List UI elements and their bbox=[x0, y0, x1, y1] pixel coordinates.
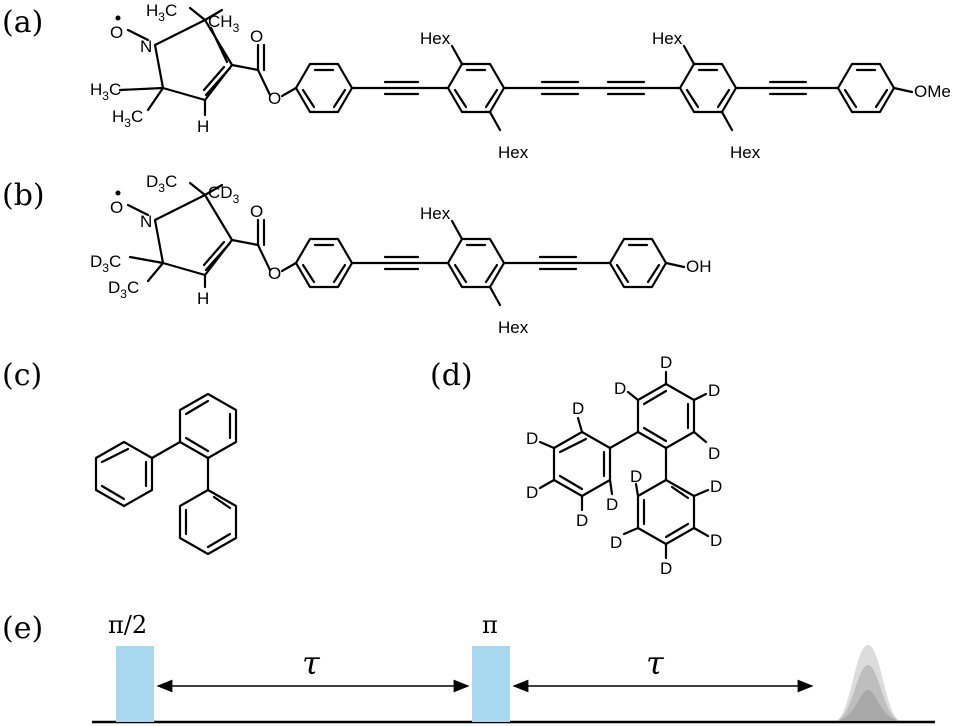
panel-label-a: (a) bbox=[2, 5, 43, 40]
atom-o-ester-a: O bbox=[268, 89, 281, 108]
atom-hex-b1: Hex bbox=[420, 204, 451, 223]
atom-d3c-b3: D3C bbox=[108, 278, 139, 301]
atom-ch3-a1: CH3 bbox=[208, 12, 240, 35]
atom-o-a: O bbox=[110, 23, 123, 42]
pulse-pi bbox=[472, 646, 510, 722]
atom-h3c-a1: H3C bbox=[146, 1, 177, 24]
atom-d8: D bbox=[576, 511, 588, 530]
atom-cd3-b1: CD3 bbox=[208, 183, 240, 206]
tau-label-1: τ bbox=[302, 644, 321, 682]
atom-o-ester-b: O bbox=[268, 264, 281, 283]
atom-o-b: O bbox=[110, 198, 123, 217]
atom-h-a: H bbox=[197, 117, 209, 136]
molecule-c-terphenyl bbox=[94, 392, 238, 556]
atom-d3: D bbox=[708, 381, 720, 400]
atom-n-b: N bbox=[140, 212, 152, 231]
atom-hex-a1: Hex bbox=[420, 29, 451, 48]
atom-d3c-b1: D3C bbox=[146, 172, 177, 195]
pulse-pi-label: π bbox=[482, 611, 498, 639]
atom-d3c-b2: D3C bbox=[90, 252, 121, 275]
atom-d7: D bbox=[526, 483, 538, 502]
atom-h3c-a3: H3C bbox=[112, 107, 143, 130]
atom-hex-a4: Hex bbox=[730, 143, 761, 162]
atom-h3c-a2: H3C bbox=[90, 80, 121, 103]
pulse-pi-half bbox=[116, 646, 154, 722]
panel-label-b: (b) bbox=[2, 178, 45, 213]
panel-label-e: (e) bbox=[2, 611, 43, 646]
atom-hex-a3: Hex bbox=[652, 29, 683, 48]
atom-hex-a2: Hex bbox=[498, 143, 529, 162]
tau-label-2: τ bbox=[646, 644, 665, 682]
molecule-d-terphenyl: D D D D D D D D D D D D D D bbox=[526, 353, 722, 578]
pulse-sequence: π/2 π τ τ bbox=[92, 611, 935, 724]
atom-d1: D bbox=[660, 353, 672, 372]
atom-oh-b: OH bbox=[686, 257, 712, 276]
molecule-b: O N D3C CD3 D3C D3C H O O Hex Hex OH bbox=[90, 172, 712, 337]
atom-d12: D bbox=[710, 531, 722, 550]
atom-d5: D bbox=[572, 399, 584, 418]
atom-d9: D bbox=[606, 495, 618, 514]
atom-hex-b2: Hex bbox=[498, 318, 529, 337]
atom-h-b: H bbox=[197, 289, 209, 308]
atom-d2: D bbox=[614, 379, 626, 398]
spin-echo bbox=[835, 645, 901, 721]
atom-d14: D bbox=[610, 533, 622, 552]
atom-d10: D bbox=[630, 467, 642, 486]
panel-label-c: (c) bbox=[2, 358, 42, 393]
atom-d6: D bbox=[526, 429, 538, 448]
atom-o-carbonyl-a: O bbox=[250, 27, 263, 46]
molecule-a: O N H3C CH3 H3C H3C H O O Hex Hex Hex He… bbox=[90, 1, 951, 162]
atom-o-carbonyl-b: O bbox=[250, 202, 263, 221]
atom-d13: D bbox=[660, 559, 672, 578]
panel-label-d: (d) bbox=[430, 358, 473, 393]
atom-d11: D bbox=[710, 477, 722, 496]
atom-d4: D bbox=[708, 444, 720, 463]
pulse-pi-half-label: π/2 bbox=[108, 611, 147, 639]
atom-n-a: N bbox=[140, 37, 152, 56]
atom-ome-a: OMe bbox=[914, 82, 951, 101]
